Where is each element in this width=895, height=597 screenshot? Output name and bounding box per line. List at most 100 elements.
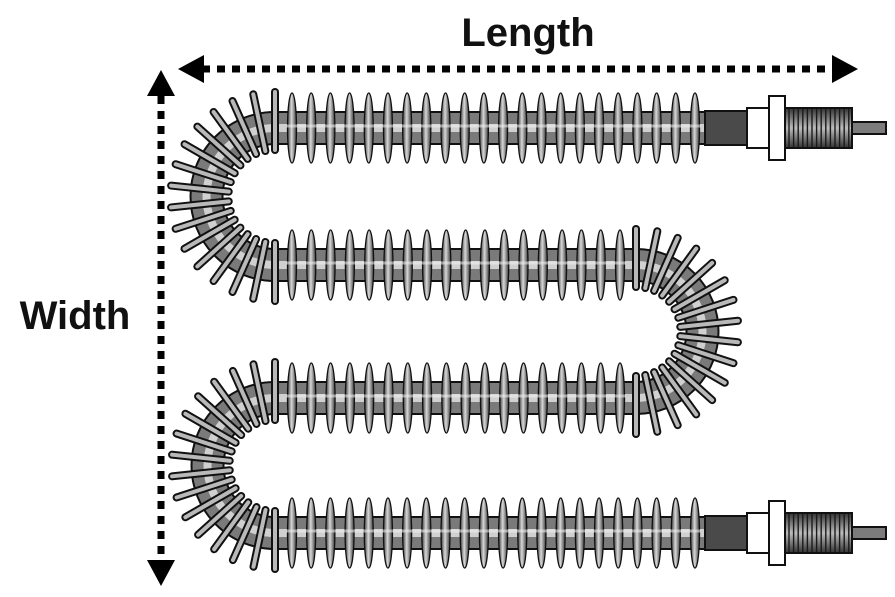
heater-fin	[306, 229, 317, 301]
heater-fin	[382, 497, 394, 569]
heater-fin-highlight	[643, 373, 660, 434]
heater-fin	[613, 92, 624, 164]
heater-fin	[421, 362, 433, 434]
heater-fin	[670, 92, 681, 164]
heater-fin-highlight	[652, 370, 680, 428]
heater-fin-highlight	[667, 260, 715, 304]
heater-fin	[383, 229, 394, 301]
heater-fin	[632, 92, 643, 164]
heater-fin	[651, 92, 662, 164]
heater-fin	[441, 229, 452, 301]
heater-fin	[536, 92, 547, 164]
heater-fin	[459, 497, 470, 569]
heater-fin-highlight	[676, 343, 736, 366]
heater-fin	[593, 92, 605, 164]
length-arrow-right-head-icon	[832, 55, 858, 83]
heater-fin-highlight	[212, 500, 251, 552]
heater-fin-highlight	[230, 368, 259, 426]
heater-fin-highlight	[173, 208, 233, 231]
terminal-collar	[768, 95, 786, 161]
heater-fin	[459, 92, 470, 164]
tube-outline	[189, 111, 720, 550]
heater-fin	[614, 362, 626, 434]
heater-fin	[421, 92, 432, 164]
heater-fin-highlight	[251, 239, 268, 301]
length-dimension-arrow	[178, 55, 858, 83]
heater-fin	[421, 497, 432, 569]
heater-fin-highlight	[676, 297, 736, 320]
heater-fin	[383, 362, 394, 434]
heater-fin	[670, 497, 681, 569]
terminal-washer	[746, 512, 772, 554]
heater-fin	[555, 92, 566, 164]
heater-fin-highlight	[169, 199, 231, 210]
heater-fin	[556, 362, 568, 434]
heater-fin	[382, 92, 394, 164]
heater-fin	[440, 497, 451, 569]
heater-fin	[286, 362, 298, 434]
heater-fin	[460, 362, 471, 434]
heater-fin-highlight	[173, 162, 233, 185]
heater-fin	[286, 229, 298, 301]
width-dimension-arrow	[147, 70, 175, 586]
heater-fin	[401, 497, 413, 569]
heater-fin-highlight	[251, 92, 268, 154]
heater-fin	[576, 229, 587, 301]
heater-fin-highlight	[230, 236, 259, 294]
heater-fin	[440, 92, 451, 164]
terminal-sleeve	[704, 110, 750, 146]
heater-fin-highlight	[182, 142, 237, 176]
heater-fin	[555, 497, 566, 569]
heater-fin	[517, 497, 528, 569]
heater-fin	[344, 229, 356, 301]
heater-fin-highlight	[678, 334, 740, 345]
heating-element	[167, 88, 887, 573]
heater-fin-highlight	[195, 225, 243, 269]
width-arrow-bottom-head-icon	[147, 560, 175, 586]
heater-tube-core	[286, 124, 701, 533]
heater-fin-highlight	[251, 362, 268, 423]
heater-fin	[441, 362, 452, 434]
heater-fin	[363, 92, 374, 164]
heater-fin	[517, 92, 528, 164]
width-arrow-top-head-icon	[147, 70, 175, 96]
heater-fin	[574, 497, 586, 569]
heater-fin-highlight	[660, 365, 699, 417]
heater-fin	[325, 229, 336, 301]
heater-fin	[537, 229, 548, 301]
heater-fin	[595, 362, 606, 434]
heater-fin	[402, 229, 413, 301]
heater-fin-highlight	[672, 278, 727, 312]
heater-fin-highlight	[211, 109, 250, 161]
heater-fin-highlight	[230, 99, 259, 157]
heater-fin-highlight	[183, 411, 238, 445]
heater-fin	[344, 362, 356, 434]
heater-fin	[325, 92, 336, 164]
heater-fin	[689, 497, 701, 569]
heater-fin	[306, 92, 317, 164]
heater-fin	[518, 229, 529, 301]
heater-fin-highlight	[170, 452, 232, 463]
terminal-pin	[851, 526, 887, 540]
heater-fin-highlight	[672, 351, 727, 385]
heater-fin-highlight	[170, 468, 232, 479]
length-label: Length	[461, 11, 594, 55]
bottom-terminal	[704, 500, 887, 566]
heater-fin-highlight	[196, 493, 244, 537]
heater-fin-highlight	[174, 431, 234, 454]
heater-fin	[574, 92, 586, 164]
heater-fin	[306, 497, 317, 569]
heater-fin	[460, 229, 471, 301]
heater-fin	[401, 92, 413, 164]
heater-fin	[421, 229, 433, 301]
heater-fin	[614, 229, 626, 301]
heater-fin-highlight	[182, 217, 237, 251]
heater-fin	[632, 497, 643, 569]
length-arrow-left-head-icon	[178, 55, 204, 83]
heater-fin	[364, 362, 375, 434]
heater-fin	[497, 497, 509, 569]
terminal-thread	[784, 107, 853, 149]
heater-fin-highlight	[195, 124, 243, 168]
heater-fin	[402, 362, 413, 434]
